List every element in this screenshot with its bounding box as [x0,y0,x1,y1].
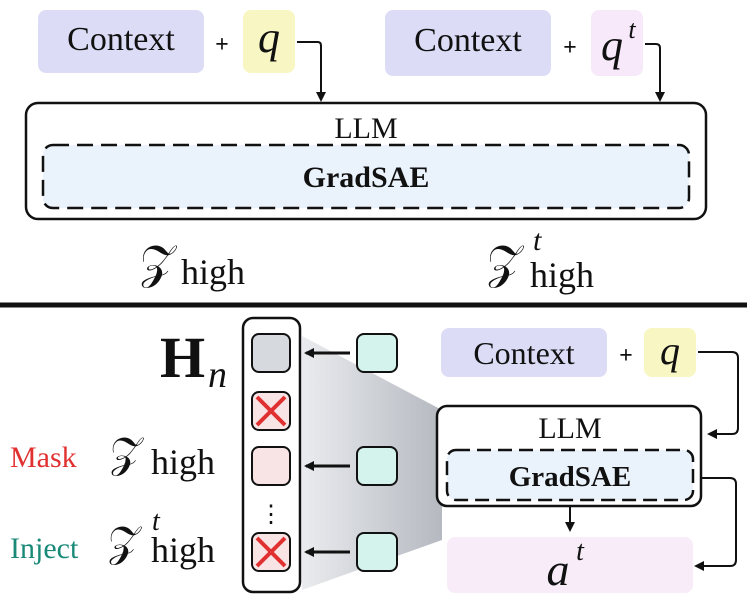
context-box [385,10,551,76]
query-to-llm-arrow [297,41,326,102]
input-token [356,333,398,373]
cross-icon [255,536,287,568]
top-panel: Context + q Context + q t LLM GradSAE 𝒵 … [24,10,708,295]
plus-sign: + [619,343,633,369]
context-label: Context [473,335,574,371]
mask-z-subscript: high [151,442,215,482]
context-box [38,10,204,73]
context-label: Context [414,22,522,59]
input-token [356,532,398,572]
input-token [356,446,398,486]
inject-z-superscript: t [152,506,161,537]
llm-label: LLM [538,412,601,445]
inject-word: Inject [10,532,79,565]
bottom-panel: H n Mask 𝒵 high Inject 𝒵 t high ⋮ [10,316,739,595]
llm-label: LLM [334,112,397,145]
mask-word: Mask [10,441,77,474]
inject-z-symbol: 𝒵 [108,520,142,566]
token-gray [251,333,291,373]
gradsae-label: GradSAE [509,461,631,493]
query-box [243,10,295,73]
mask-z-symbol: 𝒵 [110,431,144,477]
ellipsis-icon: ⋮ [259,502,283,528]
query-symbol: q [258,13,280,62]
query-box [644,328,696,377]
z-high-t-subscript: high [530,255,594,295]
query-t-symbol: q [601,21,623,70]
context-box [441,328,607,377]
z-high-t-superscript: t [533,224,542,257]
query-to-llm-arrow [698,351,739,439]
token-pink [251,446,291,486]
query-t-box [591,10,643,76]
inject-z-subscript: high [151,530,215,570]
output-box [447,537,693,593]
hidden-state-symbol: H [160,325,205,390]
output-superscript: t [576,536,585,567]
plus-sign: + [563,35,577,61]
hidden-state-subscript: n [208,354,227,396]
query-t-to-llm-arrow [645,43,665,102]
loop-to-output-arrow [694,477,737,571]
query-symbol: q [660,328,680,373]
plus-sign: + [215,32,229,58]
query-t-superscript: t [628,15,636,44]
z-high-symbol: 𝒵 [140,237,178,288]
z-high-subscript: high [181,252,245,292]
output-symbol: a [547,544,570,595]
gradsae-label: GradSAE [303,161,430,194]
context-label: Context [67,21,175,58]
gradsae-box [445,448,695,502]
gradsae-box [41,143,691,210]
z-high-t-symbol: 𝒵 [487,237,525,288]
cross-icon [255,395,287,427]
